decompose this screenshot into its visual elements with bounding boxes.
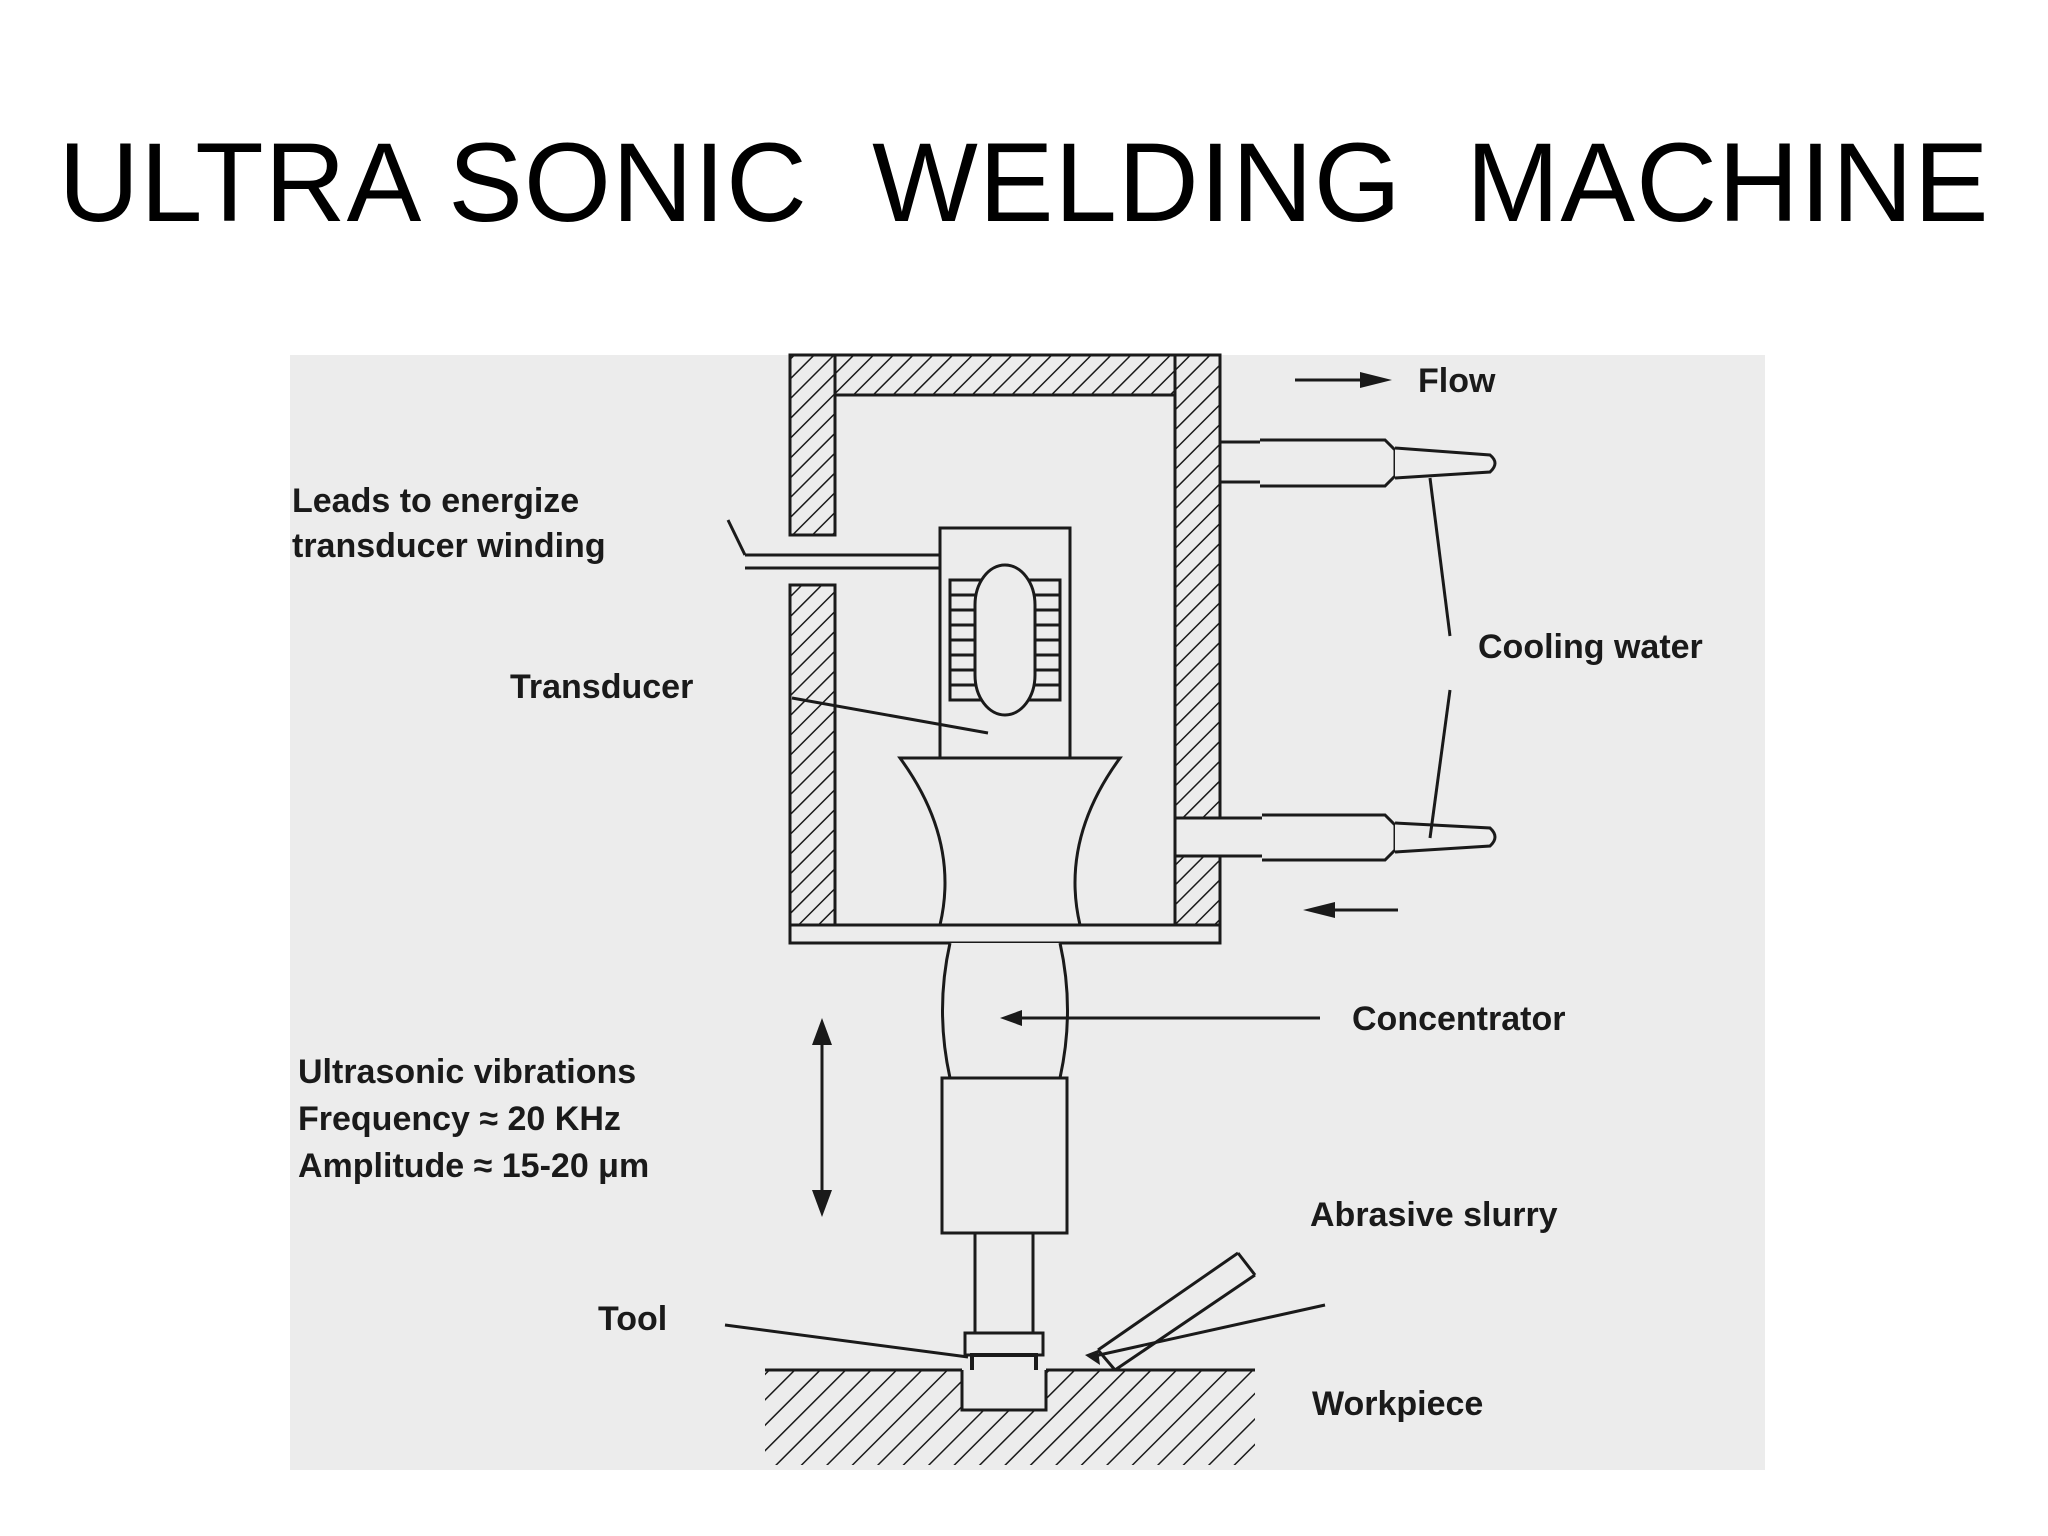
vibrations-label-line1: Ultrasonic vibrations [298,1053,636,1091]
flow-out-arrow [1295,372,1392,388]
concentrator-label: Concentrator [1352,1000,1565,1038]
flow-label: Flow [1418,362,1496,400]
cooling-water-label: Cooling water [1478,628,1703,666]
transducer-label: Transducer [510,668,693,706]
vibration-arrow [812,1018,832,1217]
cooling-water-pipe-bottom [1173,813,1497,862]
leads-label-line1: Leads to energize [292,482,579,520]
cooling-water-pipe-top [1218,438,1497,488]
tool-label: Tool [598,1300,667,1338]
leader-lines [724,477,1452,1359]
flow-in-arrow [1303,902,1398,918]
transducer [938,526,1072,760]
concentrator [897,756,1123,1335]
workpiece-label: Workpiece [1312,1385,1483,1423]
workpiece [765,1368,1255,1465]
leads-label-line2: transducer winding [292,527,606,565]
abrasive-slurry-label: Abrasive slurry [1310,1196,1558,1234]
transducer-leads [726,519,948,570]
vibrations-label-line3: Amplitude ≈ 15-20 μm [298,1147,649,1185]
slide-title: ULTRA SONIC WELDING MACHINE [58,120,1990,245]
vibrations-label-line2: Frequency ≈ 20 KHz [298,1100,621,1138]
